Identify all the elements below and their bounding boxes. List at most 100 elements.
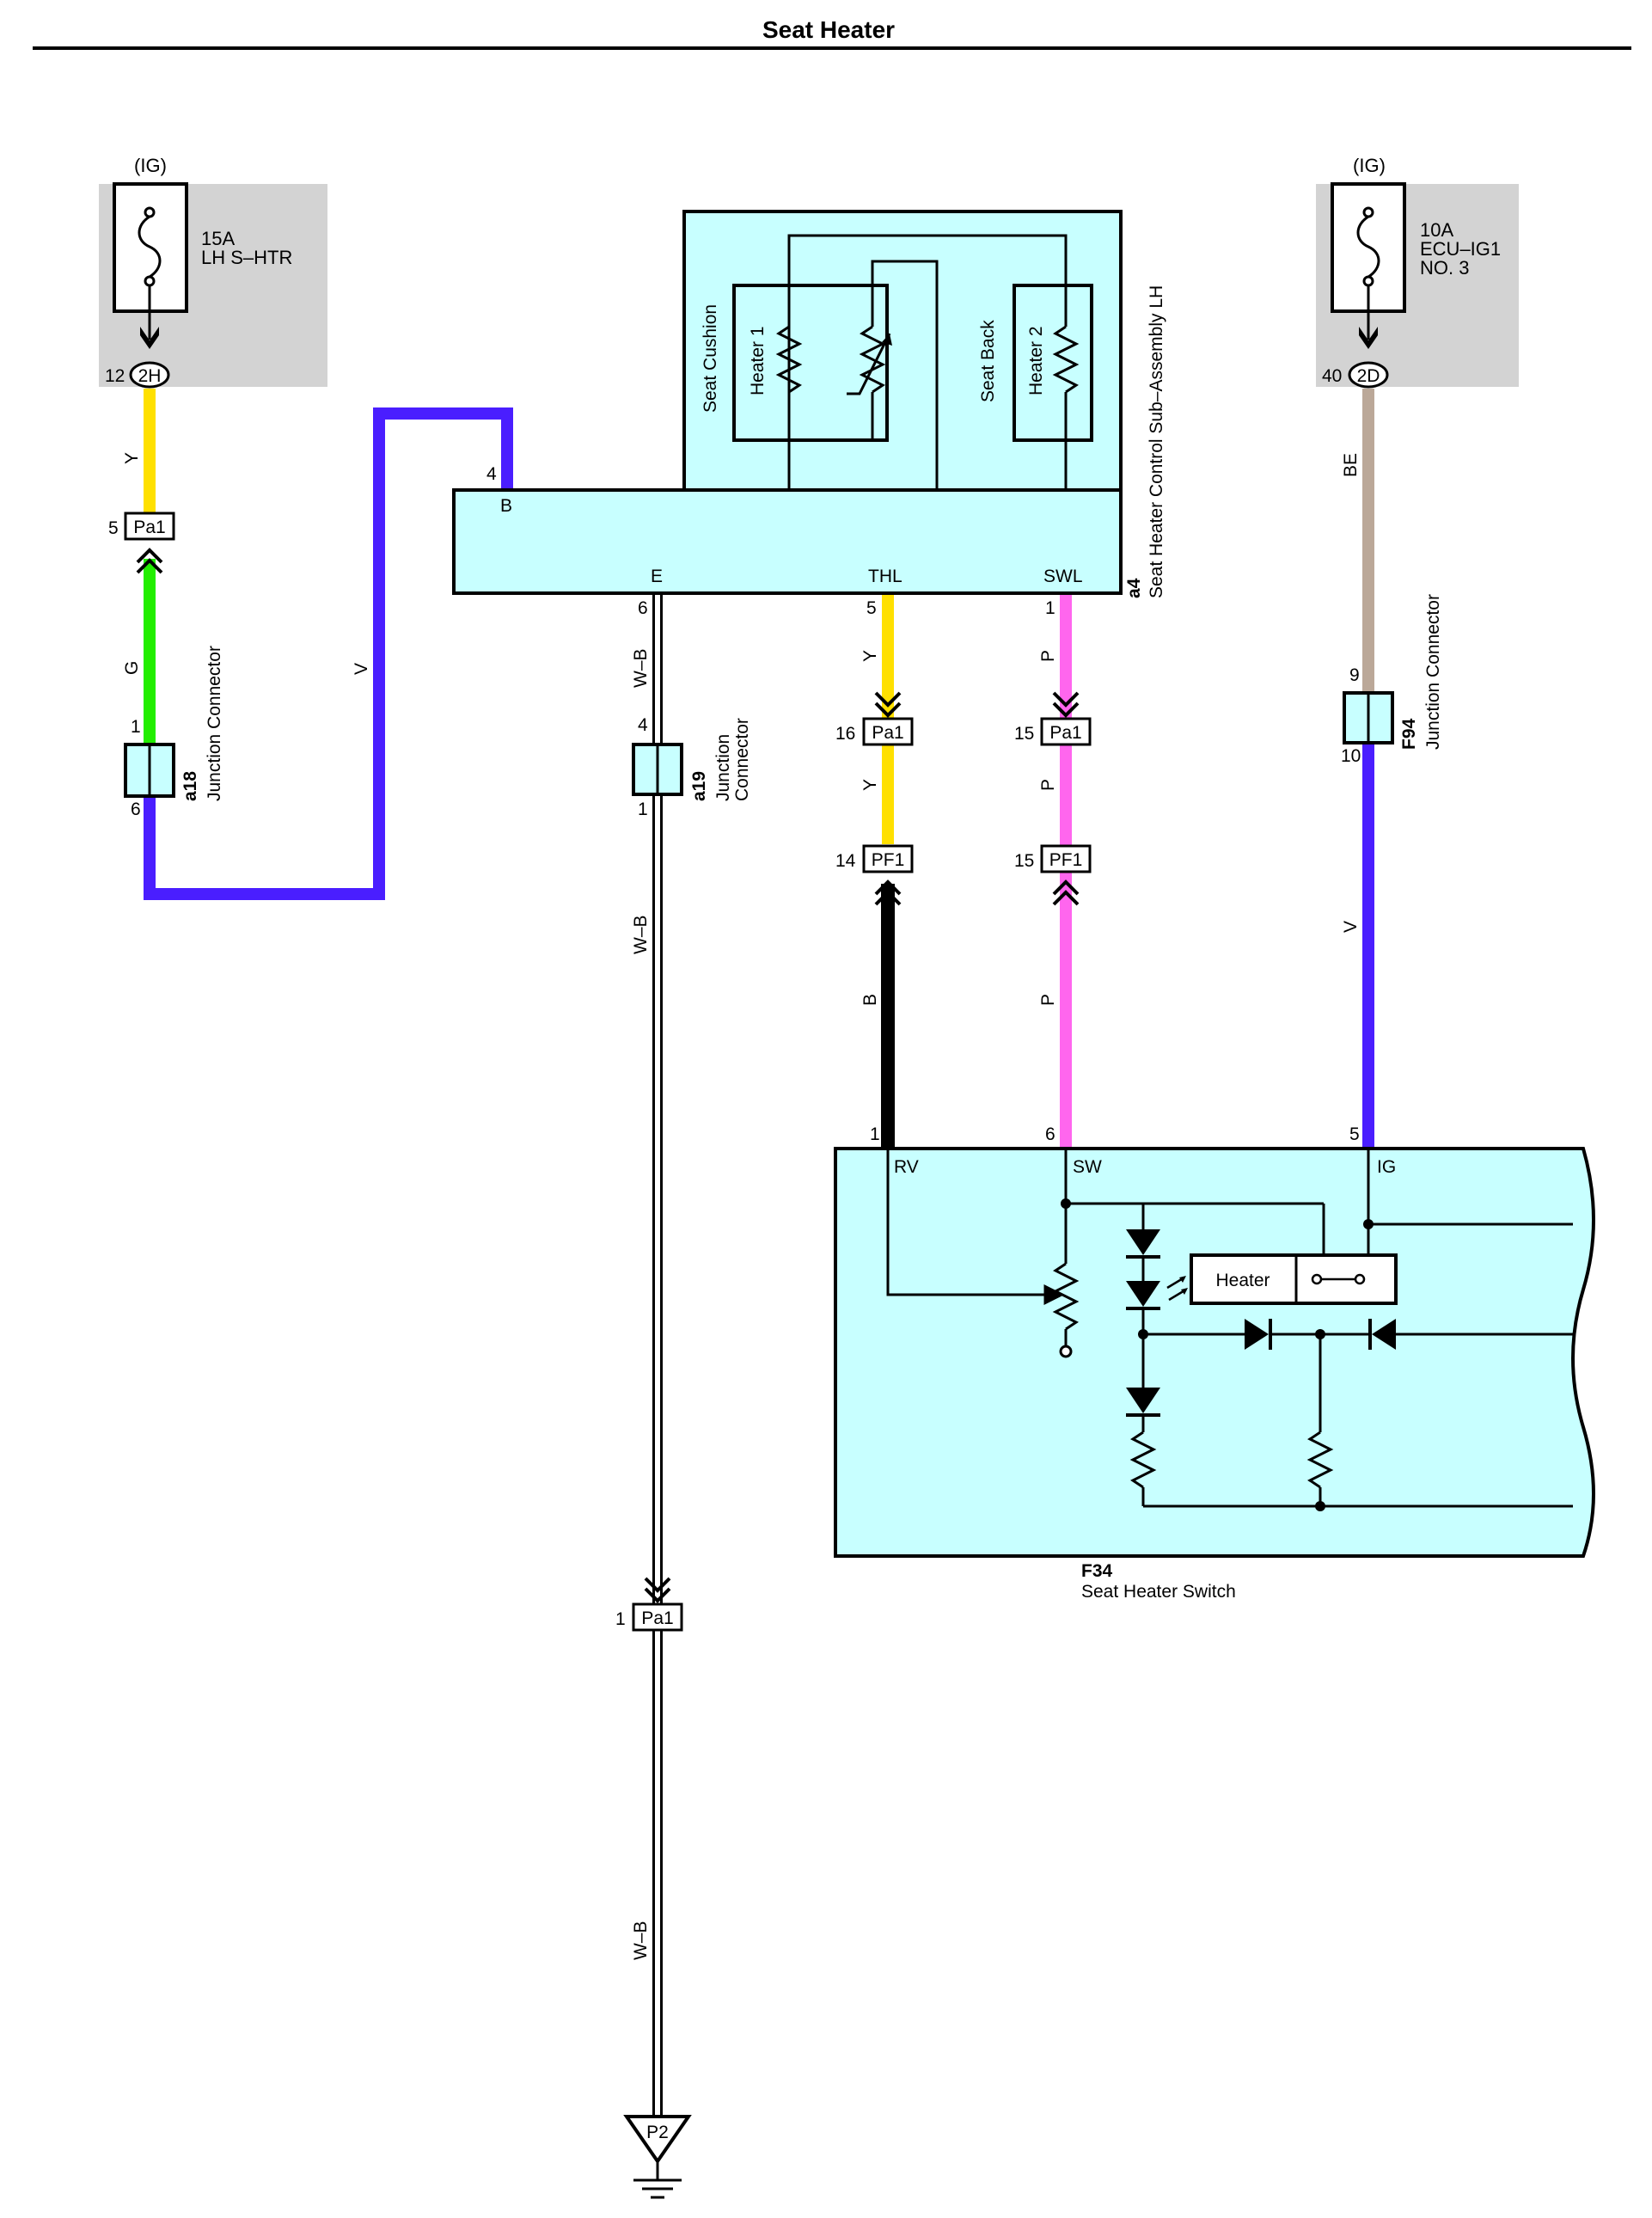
chevron-down-icon [874, 691, 902, 718]
potentiometer-icon [1052, 1262, 1080, 1331]
junction-a19: 4 1 a19 Junction Connector [632, 715, 752, 819]
thermistor-icon [859, 325, 886, 394]
diode-icon [1126, 1388, 1160, 1413]
heater-relay-label: Heater [1215, 1271, 1270, 1290]
term-sw: SW [1073, 1157, 1102, 1177]
connector-arrow-icon [140, 327, 159, 349]
resistor-icon [1129, 1431, 1157, 1489]
wire-label-y-thl-2: Y [860, 779, 880, 791]
chevron-up-icon [1052, 879, 1080, 906]
pin-swl: 1 [1045, 598, 1055, 618]
svg-text:1: 1 [638, 800, 648, 819]
resistor-icon [1306, 1431, 1334, 1489]
svg-text:Pa1: Pa1 [641, 1608, 673, 1628]
term-rv: RV [894, 1157, 919, 1177]
pin-thl: 5 [866, 598, 877, 618]
wire-label-b-rv: B [860, 994, 880, 1006]
ground-p2: P2 [623, 2115, 692, 2199]
svg-text:a18: a18 [180, 771, 200, 801]
svg-text:Connector: Connector [732, 718, 752, 801]
chevron-up-icon [874, 879, 902, 906]
svg-text:1: 1 [615, 1609, 626, 1629]
svg-text:Pa1: Pa1 [872, 723, 903, 743]
wire-label-v-right: V [1341, 921, 1361, 933]
fuse-left: (IG) 15A LH S–HTR 12 2H [99, 155, 327, 389]
seat-heater-switch: 1 RV 6 SW 5 IG [834, 1124, 1595, 1602]
svg-text:9: 9 [1349, 665, 1360, 685]
svg-text:15: 15 [1014, 724, 1034, 744]
connector-pa1-left: 5 Pa1 [108, 512, 175, 574]
seat-cushion-label: Seat Cushion [701, 304, 720, 413]
wire-label-be: BE [1341, 453, 1361, 477]
junction-f94: 9 10 F94 Junction Connector [1341, 594, 1443, 766]
svg-text:14: 14 [835, 851, 856, 871]
page-title: Seat Heater [762, 16, 895, 43]
fuse-right-connector: 2D [1357, 366, 1380, 386]
fuse-left-rating: 15A [201, 228, 235, 249]
chevron-down-icon [1052, 691, 1080, 718]
svg-text:P2: P2 [646, 2123, 669, 2142]
svg-text:5: 5 [108, 518, 119, 538]
connector-pf1-sw: 15 PF1 [1014, 844, 1092, 906]
wire-label-g: G [122, 661, 142, 675]
wire-violet-left [144, 407, 513, 900]
wire-label-wb-2: W–B [631, 915, 651, 954]
wire-label-v-left: V [352, 663, 371, 675]
connector-pa1-swl: 15 Pa1 [1014, 691, 1092, 746]
fuse-right-name-1: ECU–IG1 [1420, 238, 1501, 260]
wire-label-p-1: P [1038, 650, 1058, 662]
svg-text:Junction: Junction [713, 734, 733, 801]
seat-heater-control-assembly: Seat Cushion Heater 1 Seat Back Heater 2… [452, 210, 1166, 618]
diode-icon [1245, 1319, 1269, 1350]
wire-label-wb-1: W–B [631, 648, 651, 688]
svg-text:10: 10 [1341, 746, 1361, 766]
svg-text:16: 16 [835, 724, 855, 744]
wire-label-y-thl-1: Y [860, 650, 880, 662]
heater-1-resistor-icon [775, 325, 803, 394]
control-code: a4 [1124, 578, 1144, 598]
pin-sw: 6 [1045, 1124, 1055, 1144]
fuse-left-name: LH S–HTR [201, 247, 292, 268]
ground-icon [623, 2115, 692, 2165]
svg-text:PF1: PF1 [1049, 850, 1083, 870]
connector-pa1-thl: 16 Pa1 [835, 691, 914, 746]
connector-pf1-rv: 14 PF1 [835, 844, 914, 906]
fuse-element-icon [1356, 215, 1380, 279]
seat-back-label: Seat Back [978, 320, 998, 402]
connector-arrow-icon [1359, 327, 1378, 349]
svg-text:6: 6 [131, 800, 141, 819]
wire-label-wb-3: W–B [631, 1921, 651, 1960]
svg-text:4: 4 [638, 715, 648, 735]
term-ig: IG [1377, 1157, 1396, 1177]
pin-b: 4 [486, 464, 497, 484]
svg-text:Pa1: Pa1 [133, 518, 165, 537]
fuse-right-pin: 40 [1322, 366, 1342, 386]
heater-2-resistor-icon [1052, 325, 1080, 394]
pin-e: 6 [638, 598, 648, 618]
fuse-right-rating: 10A [1420, 219, 1453, 241]
svg-text:Pa1: Pa1 [1049, 723, 1081, 743]
svg-text:15: 15 [1014, 851, 1034, 871]
svg-text:a19: a19 [689, 771, 709, 801]
diode-icon [1372, 1319, 1396, 1350]
wire-label-p-2: P [1038, 779, 1058, 791]
fuse-left-connector: 2H [138, 366, 162, 386]
switch-name: Seat Heater Switch [1081, 1582, 1236, 1602]
term-thl: THL [868, 567, 902, 586]
chevron-up-icon [136, 548, 163, 574]
fuse-element-icon [138, 215, 162, 279]
wire-label-p-3: P [1038, 994, 1058, 1006]
svg-text:F94: F94 [1399, 718, 1419, 750]
fuse-right-name-2: NO. 3 [1420, 257, 1469, 279]
term-b: B [500, 496, 512, 516]
svg-text:Junction Connector: Junction Connector [205, 646, 224, 801]
chevron-down-icon [644, 1577, 671, 1603]
heater-2-label: Heater 2 [1026, 326, 1046, 395]
svg-text:1: 1 [131, 717, 141, 737]
term-e: E [651, 567, 663, 586]
fuse-left-source: (IG) [134, 155, 167, 176]
wire-label-y-top: Y [122, 452, 142, 464]
fuse-right-source: (IG) [1353, 155, 1386, 176]
svg-text:Junction Connector: Junction Connector [1423, 594, 1443, 750]
